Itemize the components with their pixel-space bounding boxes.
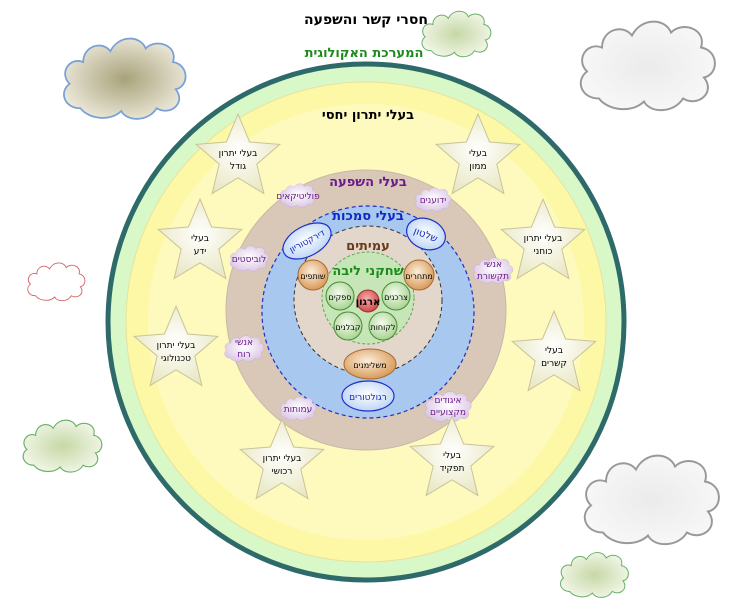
title: חסרי קשר והשפעה (304, 12, 428, 28)
peer-node-competitors: מתחרים (403, 259, 435, 291)
cloud-left-red (26, 262, 86, 302)
star-knowledge-shape (156, 197, 244, 280)
peer-node-complementors-label: משלימנים (353, 361, 386, 370)
influence-cloud-professional-unions: איגודים מקצועיים (425, 391, 472, 423)
influence-cloud-spirit-people: אנשי רוח (224, 335, 265, 362)
core-node-receivers-label: קבלנים (335, 323, 360, 332)
star-knowledge: בעלי ידע (156, 197, 244, 280)
star-connections-shape (510, 309, 598, 392)
authority-node-directorate: דירקטוריון (282, 222, 332, 260)
star-size-line1: בעלי יתרון (219, 149, 258, 159)
core-node-needs: צרכנים (381, 281, 411, 311)
influence-cloud-politicians: פוליטיקאים (276, 183, 320, 208)
star-size-line2: גודל (230, 162, 246, 172)
star-function-line1: בעלי (443, 451, 461, 461)
cloud-top-mid (421, 10, 492, 58)
influence-cloud-celebrities: ידוענים (415, 187, 452, 212)
star-function-shape (408, 414, 496, 497)
star-connections-line2: קשרים (541, 359, 567, 369)
stars-layer: בעלי יתרון גודל בעלי ממון בעלי ידע בעלי יתרון כ… (132, 112, 598, 500)
star-money-shape (434, 112, 522, 195)
star-money-line1: בעלי (469, 149, 487, 159)
core-node-customers: לקוחות (368, 311, 398, 341)
influence-cloud-lobbyists-label: לוביסטים (232, 255, 266, 265)
cloud-bottom-right-green (559, 551, 630, 599)
influence-cloud-associations-label: עמותות (284, 405, 312, 415)
influence-cloud-associations: עמותות (280, 396, 317, 421)
star-function-line2: תפקיד (440, 464, 465, 474)
star-connections-line1: בעלי (545, 346, 563, 356)
star-property: בעלי יתרון רכושי (238, 417, 326, 500)
peers-label: עמיתים (346, 239, 390, 254)
peer-node-complementors: משלימנים (343, 348, 397, 380)
ecosystem-label: המערכת האקולוגית (305, 46, 424, 61)
influence-cloud-lobbyists: לוביסטים (229, 245, 269, 272)
star-strength-shape (499, 197, 587, 280)
organization-node (356, 289, 380, 313)
star-property-line2: רכושי (272, 467, 293, 477)
core-node-suppliers: ספקים (325, 281, 355, 311)
star-size: בעלי יתרון גודל (194, 112, 282, 195)
influence-cloud-pr-people-line2: תקשורת (477, 272, 509, 282)
influence-label: בעלי השפעה (329, 175, 407, 190)
influence-cloud-spirit-people-line1: אנשי (235, 338, 253, 348)
star-knowledge-line1: בעלי (191, 234, 209, 244)
star-strength: בעלי יתרון כוחני (499, 197, 587, 280)
star-strength-line1: בעלי יתרון (524, 234, 563, 244)
authority-node-regulators-label: רגולטורים (349, 393, 387, 403)
peer-node-partners: שותפים (297, 259, 329, 291)
influence-cloud-professional-unions-line2: מקצועיים (430, 408, 466, 418)
relative-advantage-label: בעלי יתרון יחסי (322, 108, 414, 123)
organization-label: ארגון (356, 297, 381, 308)
influence-cloud-spirit-people-line2: רוח (237, 350, 250, 360)
star-function: בעלי תפקיד (408, 414, 496, 497)
influence-cloud-pr-people-line1: אנשי (484, 260, 502, 270)
influence-cloud-pr-people: אנשי תקשורת (473, 257, 514, 284)
core-node-suppliers-label: ספקים (329, 293, 352, 302)
star-money-line2: ממון (469, 162, 486, 172)
star-technology-line2: טכנולוגי (161, 354, 191, 364)
star-strength-line2: כוחני (534, 247, 553, 257)
star-technology-shape (132, 304, 220, 387)
star-technology-line1: בעלי יתרון (157, 341, 196, 351)
star-property-line1: בעלי יתרון (263, 454, 302, 464)
authority-label: בעלי סמכות (332, 209, 404, 224)
core-node-receivers: קבלנים (333, 311, 363, 341)
influence-cloud-celebrities-label: ידוענים (420, 196, 447, 206)
core-players-label-1: שחקני ליבה (332, 264, 403, 279)
core-node-needs-label: צרכנים (384, 293, 408, 302)
cloud-bottom-left (22, 419, 103, 473)
authority-node-regulators: רגולטורים (341, 380, 395, 412)
influence-cloud-politicians-label: פוליטיקאים (276, 192, 320, 202)
star-technology: בעלי יתרון טכנולוגי (132, 304, 220, 387)
core-node-customers-label: לקוחות (370, 323, 395, 332)
star-property-shape (238, 417, 326, 500)
star-knowledge-line2: ידע (194, 247, 207, 257)
cloud-top-right (579, 20, 717, 112)
authority-node-government: שלטון (406, 217, 446, 251)
star-connections: בעלי קשרים (510, 309, 598, 392)
star-size-shape (194, 112, 282, 195)
influence-cloud-professional-unions-line1: איגודים (434, 396, 461, 406)
star-money: בעלי ממון (434, 112, 522, 195)
cloud-bottom-right-gray (583, 454, 721, 546)
cloud-top-left (62, 37, 187, 120)
peer-node-competitors-label: מתחרים (405, 272, 433, 281)
peer-node-partners-label: שותפים (300, 272, 326, 281)
